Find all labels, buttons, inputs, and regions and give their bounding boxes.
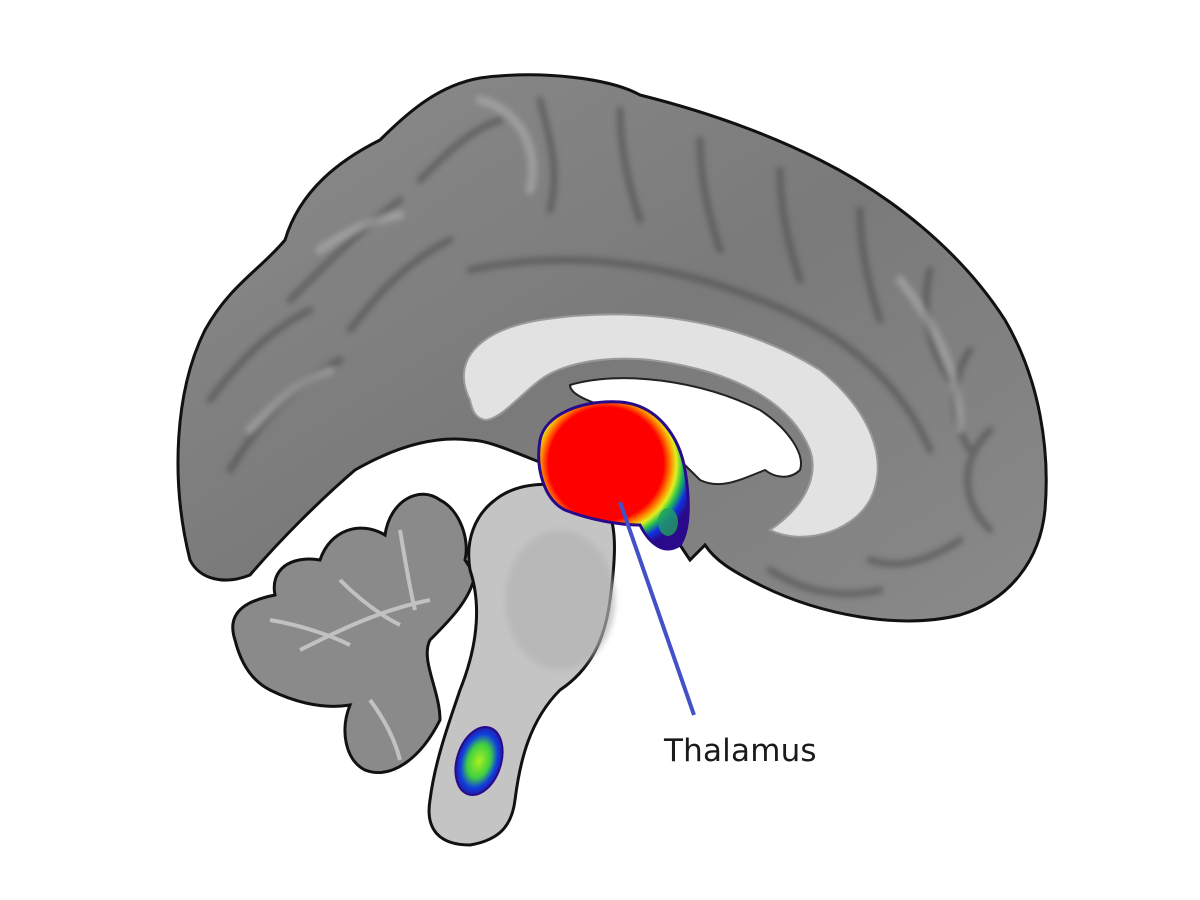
pons	[505, 530, 615, 670]
thalamus-label: Thalamus	[664, 733, 817, 769]
cerebellum	[231, 492, 477, 775]
cerebellum-folia	[269, 529, 431, 761]
gyri-highlights	[245, 95, 965, 435]
thalamus-peak	[552, 427, 648, 503]
annotation-pointer-line	[618, 501, 696, 716]
corpus-callosum	[462, 313, 879, 538]
thalamus-tail-spot	[658, 508, 678, 536]
brainstem-activation-overlay	[454, 726, 504, 796]
